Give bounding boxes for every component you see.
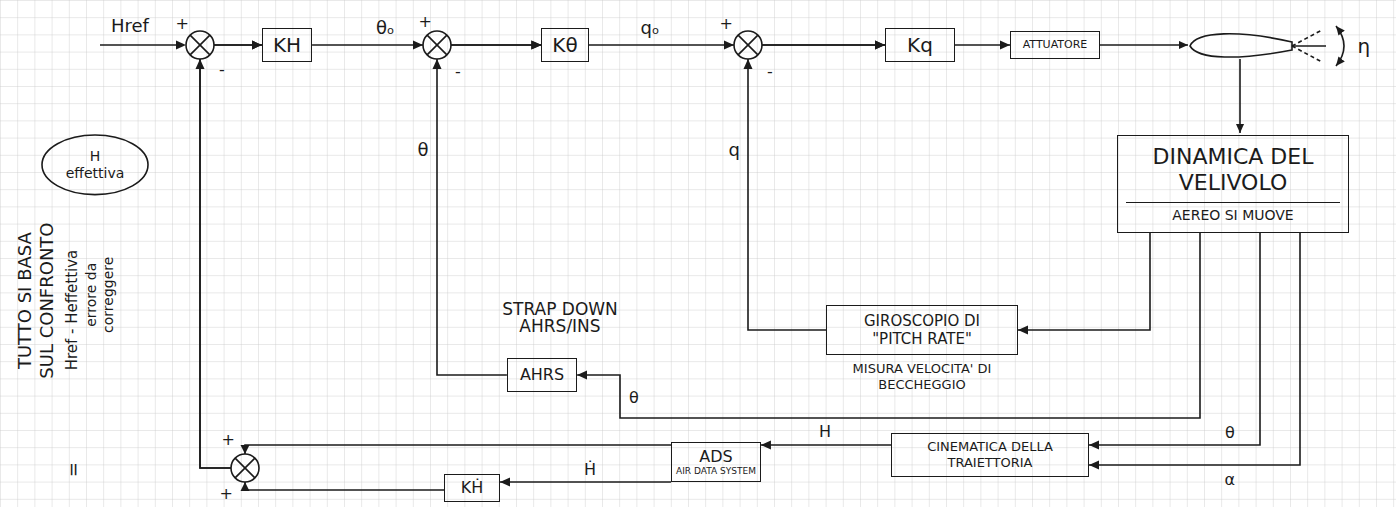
gain-block-outline: KH xyxy=(262,28,312,62)
ads-box: ADSAIR DATA SYSTEM xyxy=(671,442,761,482)
box-caption: MISURA VELOCITA' DI BECCHEGGIO xyxy=(817,361,1027,392)
box-text: KḢ xyxy=(455,478,489,497)
gain-block: Kθ xyxy=(541,28,589,62)
note-ellipse: H effettiva xyxy=(41,134,149,196)
box-text: H effettiva xyxy=(59,148,131,182)
sign: + xyxy=(419,14,432,30)
signal-label: θ xyxy=(629,390,639,406)
signal-connector xyxy=(761,444,891,446)
summing-junction xyxy=(231,454,259,482)
arrowhead xyxy=(176,41,186,50)
signal-label: α xyxy=(1225,472,1236,488)
kinematics-box-outline: CINEMATICA DELLA TRAIETTORIA xyxy=(891,433,1089,476)
box-text: ADS xyxy=(676,447,756,466)
ahrs-box: AHRS xyxy=(507,358,578,391)
airfoil-link xyxy=(1239,59,1241,133)
signal-label: H xyxy=(819,424,831,440)
box-text: DINAMICA DEL VELIVOLO xyxy=(1126,144,1340,197)
sign: - xyxy=(767,64,773,80)
signal-connector xyxy=(200,45,444,490)
gain-block: Kq xyxy=(885,28,955,62)
signal-connector xyxy=(955,44,1010,46)
dynamics-box-outline: DINAMICA DEL VELIVOLO AEREO SI MUOVE xyxy=(1117,135,1349,233)
side-note: errore da correggere xyxy=(83,245,117,345)
gyro-box-outline: GIROSCOPIO DI "PITCH RATE" xyxy=(826,305,1018,355)
actuator-link xyxy=(1100,44,1188,46)
side-note: Href - Heffettiva xyxy=(63,250,81,371)
gyro-box: GIROSCOPIO DI "PITCH RATE" MISURA VELOCIT… xyxy=(817,305,1027,392)
signal-connector xyxy=(577,233,1200,418)
signal-connector xyxy=(1089,233,1260,445)
side-note: TUTTO SI BASA SUL CONFRONTO xyxy=(13,218,56,383)
signal-label: θₒ xyxy=(376,19,394,37)
actuator-box-outline: ATTUATORE xyxy=(1010,31,1100,58)
signal-label: Ḣ xyxy=(584,462,596,478)
dynamics-box: DINAMICA DEL VELIVOLO AEREO SI MUOVE xyxy=(1117,135,1349,233)
kinematics-box: CINEMATICA DELLA TRAIETTORIA xyxy=(891,433,1089,476)
signal-label: qₒ xyxy=(641,19,660,37)
actuator-box: ATTUATORE xyxy=(1010,31,1100,58)
signal-connector xyxy=(748,45,885,330)
gain-block: KH xyxy=(262,28,313,62)
sign: + xyxy=(720,16,733,32)
ellipse-shape xyxy=(42,135,148,195)
sign: + xyxy=(176,16,189,32)
sign: - xyxy=(219,62,225,78)
airfoil-illustration xyxy=(1190,26,1344,66)
ads-box-outline: ADSAIR DATA SYSTEM xyxy=(671,442,761,482)
signal-connector xyxy=(200,45,671,468)
signal-label: θ xyxy=(418,141,429,159)
gain-block-outline: Kθ xyxy=(541,28,588,62)
signal-connector xyxy=(1089,233,1300,465)
gain-block-outline: KḢ xyxy=(444,474,500,501)
box-text: AHRS xyxy=(520,365,564,384)
sign: + xyxy=(222,432,235,448)
box-text: AIR DATA SYSTEM xyxy=(676,466,756,477)
input-line xyxy=(100,44,178,46)
input-label: Href xyxy=(111,17,149,35)
signal-label: θ xyxy=(1225,425,1235,441)
box-text: CINEMATICA DELLA TRAIETTORIA xyxy=(900,439,1080,470)
ahrs-box-outline: AHRS xyxy=(507,358,577,391)
summing-junction xyxy=(186,31,214,59)
side-note: = xyxy=(61,462,83,477)
box-text: Kθ xyxy=(552,33,577,57)
signal-connector xyxy=(1018,233,1150,330)
sign: - xyxy=(455,64,461,80)
sensor-note: STRAP DOWN AHRS/INS xyxy=(475,301,645,335)
sign: + xyxy=(220,486,233,502)
signal-label: q xyxy=(729,141,740,159)
box-text: Kq xyxy=(896,33,944,57)
box-text: KH xyxy=(273,33,301,57)
deflection-symbol: η xyxy=(1358,36,1371,56)
junction-arrowheads xyxy=(176,41,753,492)
gain-block: KḢ xyxy=(444,474,500,501)
connectors xyxy=(200,45,1300,490)
note-ellipse-outline: H effettiva xyxy=(41,134,149,196)
gain-block-outline: Kq xyxy=(885,28,955,62)
summing-junction xyxy=(734,31,762,59)
summing-junction xyxy=(423,31,451,59)
box-text: ATTUATORE xyxy=(1017,38,1093,51)
box-text: GIROSCOPIO DI "PITCH RATE" xyxy=(837,312,1007,348)
box-text: AEREO SI MUOVE xyxy=(1126,202,1340,224)
signal-connector xyxy=(500,481,671,483)
